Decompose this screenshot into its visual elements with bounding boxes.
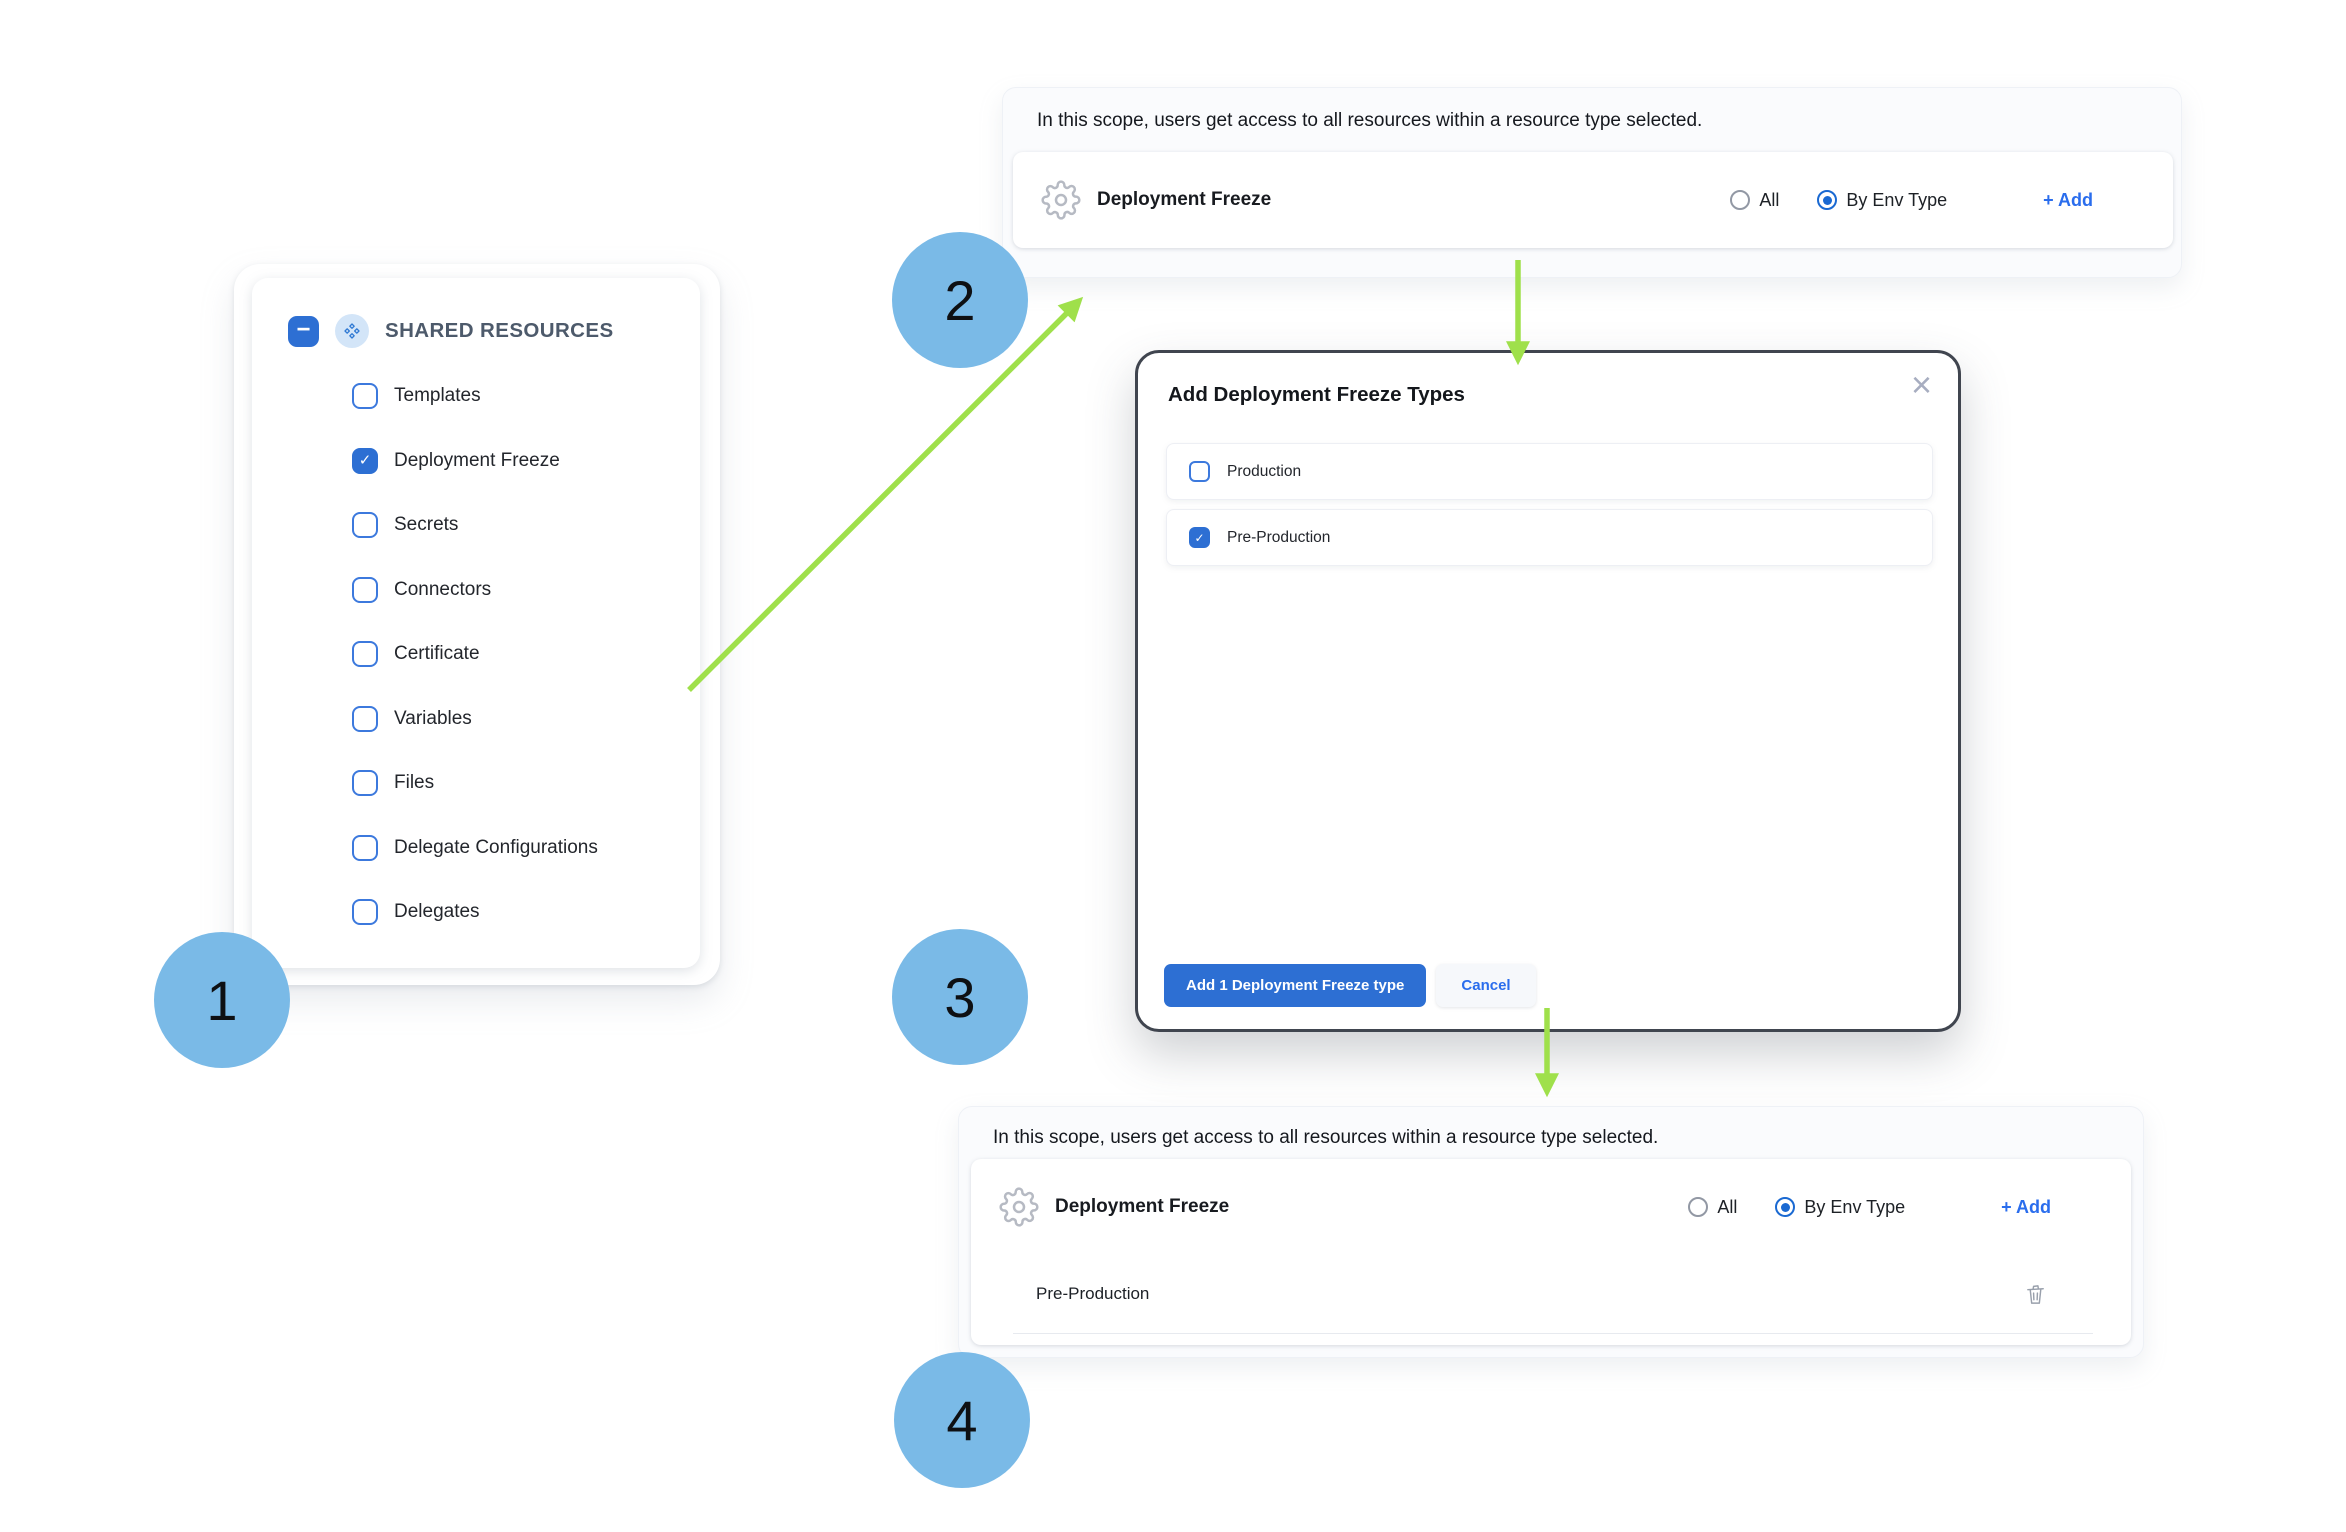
- option-row-pre-production[interactable]: ✓ Pre-Production: [1166, 509, 1933, 566]
- modal-options-list: ✓ Production ✓ Pre-Production: [1166, 443, 1933, 575]
- checkbox[interactable]: ✓: [352, 770, 378, 797]
- add-button[interactable]: + Add: [2043, 189, 2093, 210]
- radio-all[interactable]: [1730, 190, 1751, 210]
- resource-item-connectors[interactable]: ✓ Connectors: [252, 558, 700, 623]
- step-badge-4: 4: [894, 1352, 1030, 1488]
- step-number: 4: [946, 1388, 978, 1452]
- radio-all[interactable]: [1688, 1197, 1709, 1217]
- checkbox[interactable]: ✓: [352, 834, 378, 861]
- selected-type-row: Pre-Production: [971, 1255, 2131, 1333]
- radio-by-env-type[interactable]: [1817, 190, 1838, 210]
- check-icon: ✓: [1194, 530, 1205, 545]
- checkbox[interactable]: ✓: [352, 512, 378, 539]
- checkbox[interactable]: ✓: [352, 899, 378, 926]
- close-icon[interactable]: ×: [1910, 364, 1932, 405]
- resource-label: Secrets: [394, 514, 459, 536]
- scope-panel-top: In this scope, users get access to all r…: [1002, 87, 2182, 278]
- deployment-freeze-row: Deployment Freeze All By Env Type + Add: [971, 1159, 2131, 1255]
- option-row-production[interactable]: ✓ Production: [1166, 443, 1933, 500]
- radio-by-env-type-label: By Env Type: [1804, 1196, 1906, 1217]
- option-label: Pre-Production: [1227, 528, 1331, 546]
- resource-item-secrets[interactable]: ✓ Secrets: [252, 493, 700, 558]
- modal-actions: Add 1 Deployment Freeze type Cancel: [1164, 964, 1536, 1007]
- resource-type-card: Deployment Freeze All By Env Type + Add: [1013, 152, 2173, 248]
- gear-icon: [999, 1187, 1039, 1227]
- resources-icon: [344, 323, 360, 339]
- resource-label: Variables: [394, 707, 472, 729]
- resources-badge: [335, 314, 369, 348]
- radio-all-label: All: [1717, 1196, 1738, 1217]
- step-badge-3: 3: [892, 929, 1028, 1065]
- deployment-freeze-row: Deployment Freeze All By Env Type + Add: [1013, 152, 2173, 248]
- resource-type-card: Deployment Freeze All By Env Type + Add …: [971, 1159, 2131, 1345]
- resource-item-deployment-freeze[interactable]: ✓ Deployment Freeze: [252, 429, 700, 494]
- resource-label: Connectors: [394, 578, 492, 600]
- option-label: Production: [1227, 462, 1302, 480]
- shared-resources-title: SHARED RESOURCES: [385, 319, 614, 342]
- arrow-step1-to-step2: [687, 296, 1084, 692]
- resource-item-delegates[interactable]: ✓ Delegates: [252, 880, 700, 945]
- resource-label: Delegates: [394, 901, 480, 923]
- checkbox[interactable]: ✓: [352, 576, 378, 603]
- option-by-env-type[interactable]: By Env Type: [1775, 1197, 1905, 1218]
- resource-item-delegate-configurations[interactable]: ✓ Delegate Configurations: [252, 816, 700, 881]
- row-divider: [1013, 1333, 2093, 1334]
- resource-item-certificate[interactable]: ✓ Certificate: [252, 622, 700, 687]
- checkbox[interactable]: ✓: [352, 705, 378, 732]
- trash-icon[interactable]: [2024, 1282, 2047, 1307]
- step-number: 2: [944, 268, 976, 332]
- resource-type-label: Deployment Freeze: [1097, 189, 1272, 210]
- radio-by-env-type-label: By Env Type: [1846, 189, 1948, 210]
- add-deployment-freeze-type-button[interactable]: Add 1 Deployment Freeze type: [1164, 964, 1427, 1007]
- step-badge-2: 2: [892, 232, 1028, 368]
- scope-panel-bottom: In this scope, users get access to all r…: [958, 1106, 2144, 1358]
- gear-icon: [1041, 180, 1081, 220]
- cancel-button[interactable]: Cancel: [1436, 964, 1536, 1007]
- radio-all-label: All: [1759, 189, 1780, 210]
- step-number: 1: [206, 968, 238, 1032]
- scope-description: In this scope, users get access to all r…: [1037, 110, 1703, 131]
- scope-options: All By Env Type + Add: [1688, 1197, 2051, 1218]
- step-badge-1: 1: [154, 932, 290, 1068]
- checkbox[interactable]: ✓: [352, 447, 378, 474]
- checkbox[interactable]: ✓: [352, 383, 378, 410]
- modal-title: Add Deployment Freeze Types: [1168, 383, 1465, 406]
- resource-item-variables[interactable]: ✓ Variables: [252, 687, 700, 752]
- resource-label: Templates: [394, 385, 481, 407]
- option-all[interactable]: All: [1688, 1197, 1737, 1218]
- selected-type-label: Pre-Production: [1036, 1284, 1150, 1303]
- resource-label: Deployment Freeze: [394, 449, 560, 471]
- resource-item-files[interactable]: ✓ Files: [252, 751, 700, 816]
- scope-description: In this scope, users get access to all r…: [993, 1127, 1659, 1148]
- shared-resources-list: ✓ Templates ✓ Deployment Freeze ✓ Secret…: [252, 364, 700, 945]
- step-number: 3: [944, 965, 976, 1029]
- resource-label: Files: [394, 772, 435, 794]
- collapse-button[interactable]: −: [288, 315, 319, 347]
- radio-by-env-type[interactable]: [1775, 1197, 1796, 1217]
- resource-label: Delegate Configurations: [394, 836, 598, 858]
- minus-icon: −: [296, 315, 311, 343]
- checkbox[interactable]: ✓: [1189, 527, 1210, 548]
- option-all[interactable]: All: [1730, 190, 1779, 211]
- resource-type-label: Deployment Freeze: [1055, 1196, 1230, 1217]
- shared-resources-header: − SHARED RESOURCES: [288, 314, 614, 348]
- check-icon: ✓: [358, 452, 372, 470]
- checkbox[interactable]: ✓: [1189, 461, 1210, 482]
- scope-options: All By Env Type + Add: [1730, 190, 2093, 211]
- add-deployment-freeze-types-modal: Add Deployment Freeze Types × ✓ Producti…: [1135, 350, 1961, 1032]
- resource-label: Certificate: [394, 643, 480, 665]
- shared-resources-panel: − SHARED RESOURCES ✓ Templates ✓ Deploym…: [234, 264, 720, 985]
- option-by-env-type[interactable]: By Env Type: [1817, 190, 1947, 211]
- checkbox[interactable]: ✓: [352, 641, 378, 668]
- shared-resources-card: − SHARED RESOURCES ✓ Templates ✓ Deploym…: [252, 278, 700, 968]
- add-button[interactable]: + Add: [2001, 1196, 2051, 1217]
- resource-item-templates[interactable]: ✓ Templates: [252, 364, 700, 429]
